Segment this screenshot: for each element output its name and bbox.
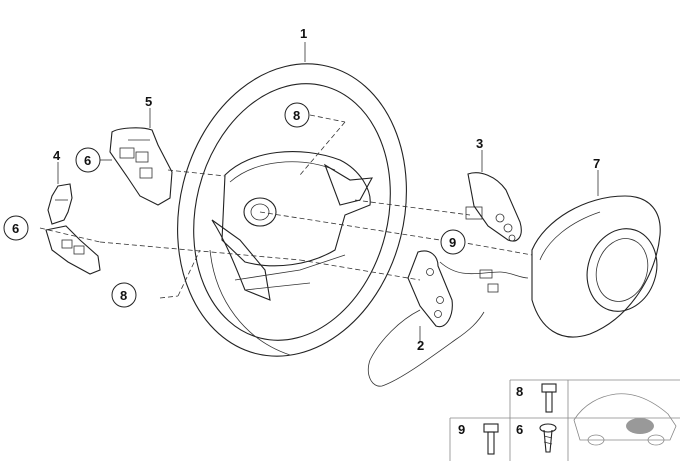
callout-3: 3 — [476, 136, 483, 151]
callout-4-text: 4 — [53, 148, 61, 163]
callout-8-upper: 8 — [284, 102, 310, 128]
callout-8-lower: 8 — [111, 282, 137, 308]
steering-wheel-hub — [211, 151, 373, 301]
callout-6-upper-text: 6 — [84, 153, 91, 168]
callout-6-lower: 6 — [3, 215, 29, 241]
callout-5-text: 5 — [145, 94, 152, 109]
callout-9: 9 — [440, 229, 466, 255]
assembly-leader-lines — [39, 114, 533, 299]
callout-6-lower-text: 6 — [12, 221, 19, 236]
callout-7: 7 — [593, 156, 600, 171]
part-7-airbag-module — [531, 195, 661, 338]
legend-bolt-9: 9 — [458, 422, 499, 455]
part-6-paddle-lower — [45, 225, 101, 275]
part-4-shift-paddle — [47, 183, 73, 225]
callout-8-lower-text: 8 — [120, 288, 127, 303]
legend-bolt-9-label: 9 — [458, 422, 465, 437]
fastener-legend: 8 9 6 — [449, 379, 680, 461]
steering-wheel-rim — [177, 63, 407, 357]
callout-7-text: 7 — [593, 156, 600, 171]
callout-2: 2 — [417, 338, 424, 353]
callout-9-text: 9 — [449, 235, 456, 250]
part-3-switch-right — [465, 172, 522, 242]
callout-3-text: 3 — [476, 136, 483, 151]
callout-4: 4 — [53, 148, 61, 163]
callout-2-text: 2 — [417, 338, 424, 353]
legend-bolt-6: 6 — [516, 422, 557, 453]
legend-bolt-8-label: 8 — [516, 384, 523, 399]
callout-8-upper-text: 8 — [293, 108, 300, 123]
callout-1: 1 — [300, 26, 307, 41]
part-2-switch-with-cable — [367, 250, 529, 387]
car-silhouette-icon — [573, 393, 677, 446]
part-5-switch-left-upper — [109, 127, 173, 206]
callout-leaders — [57, 42, 599, 342]
callout-1-text: 1 — [300, 26, 307, 41]
callout-5: 5 — [145, 94, 152, 109]
legend-bolt-8: 8 — [516, 383, 557, 413]
callout-6-upper: 6 — [75, 147, 101, 173]
legend-bolt-6-label: 6 — [516, 422, 523, 437]
